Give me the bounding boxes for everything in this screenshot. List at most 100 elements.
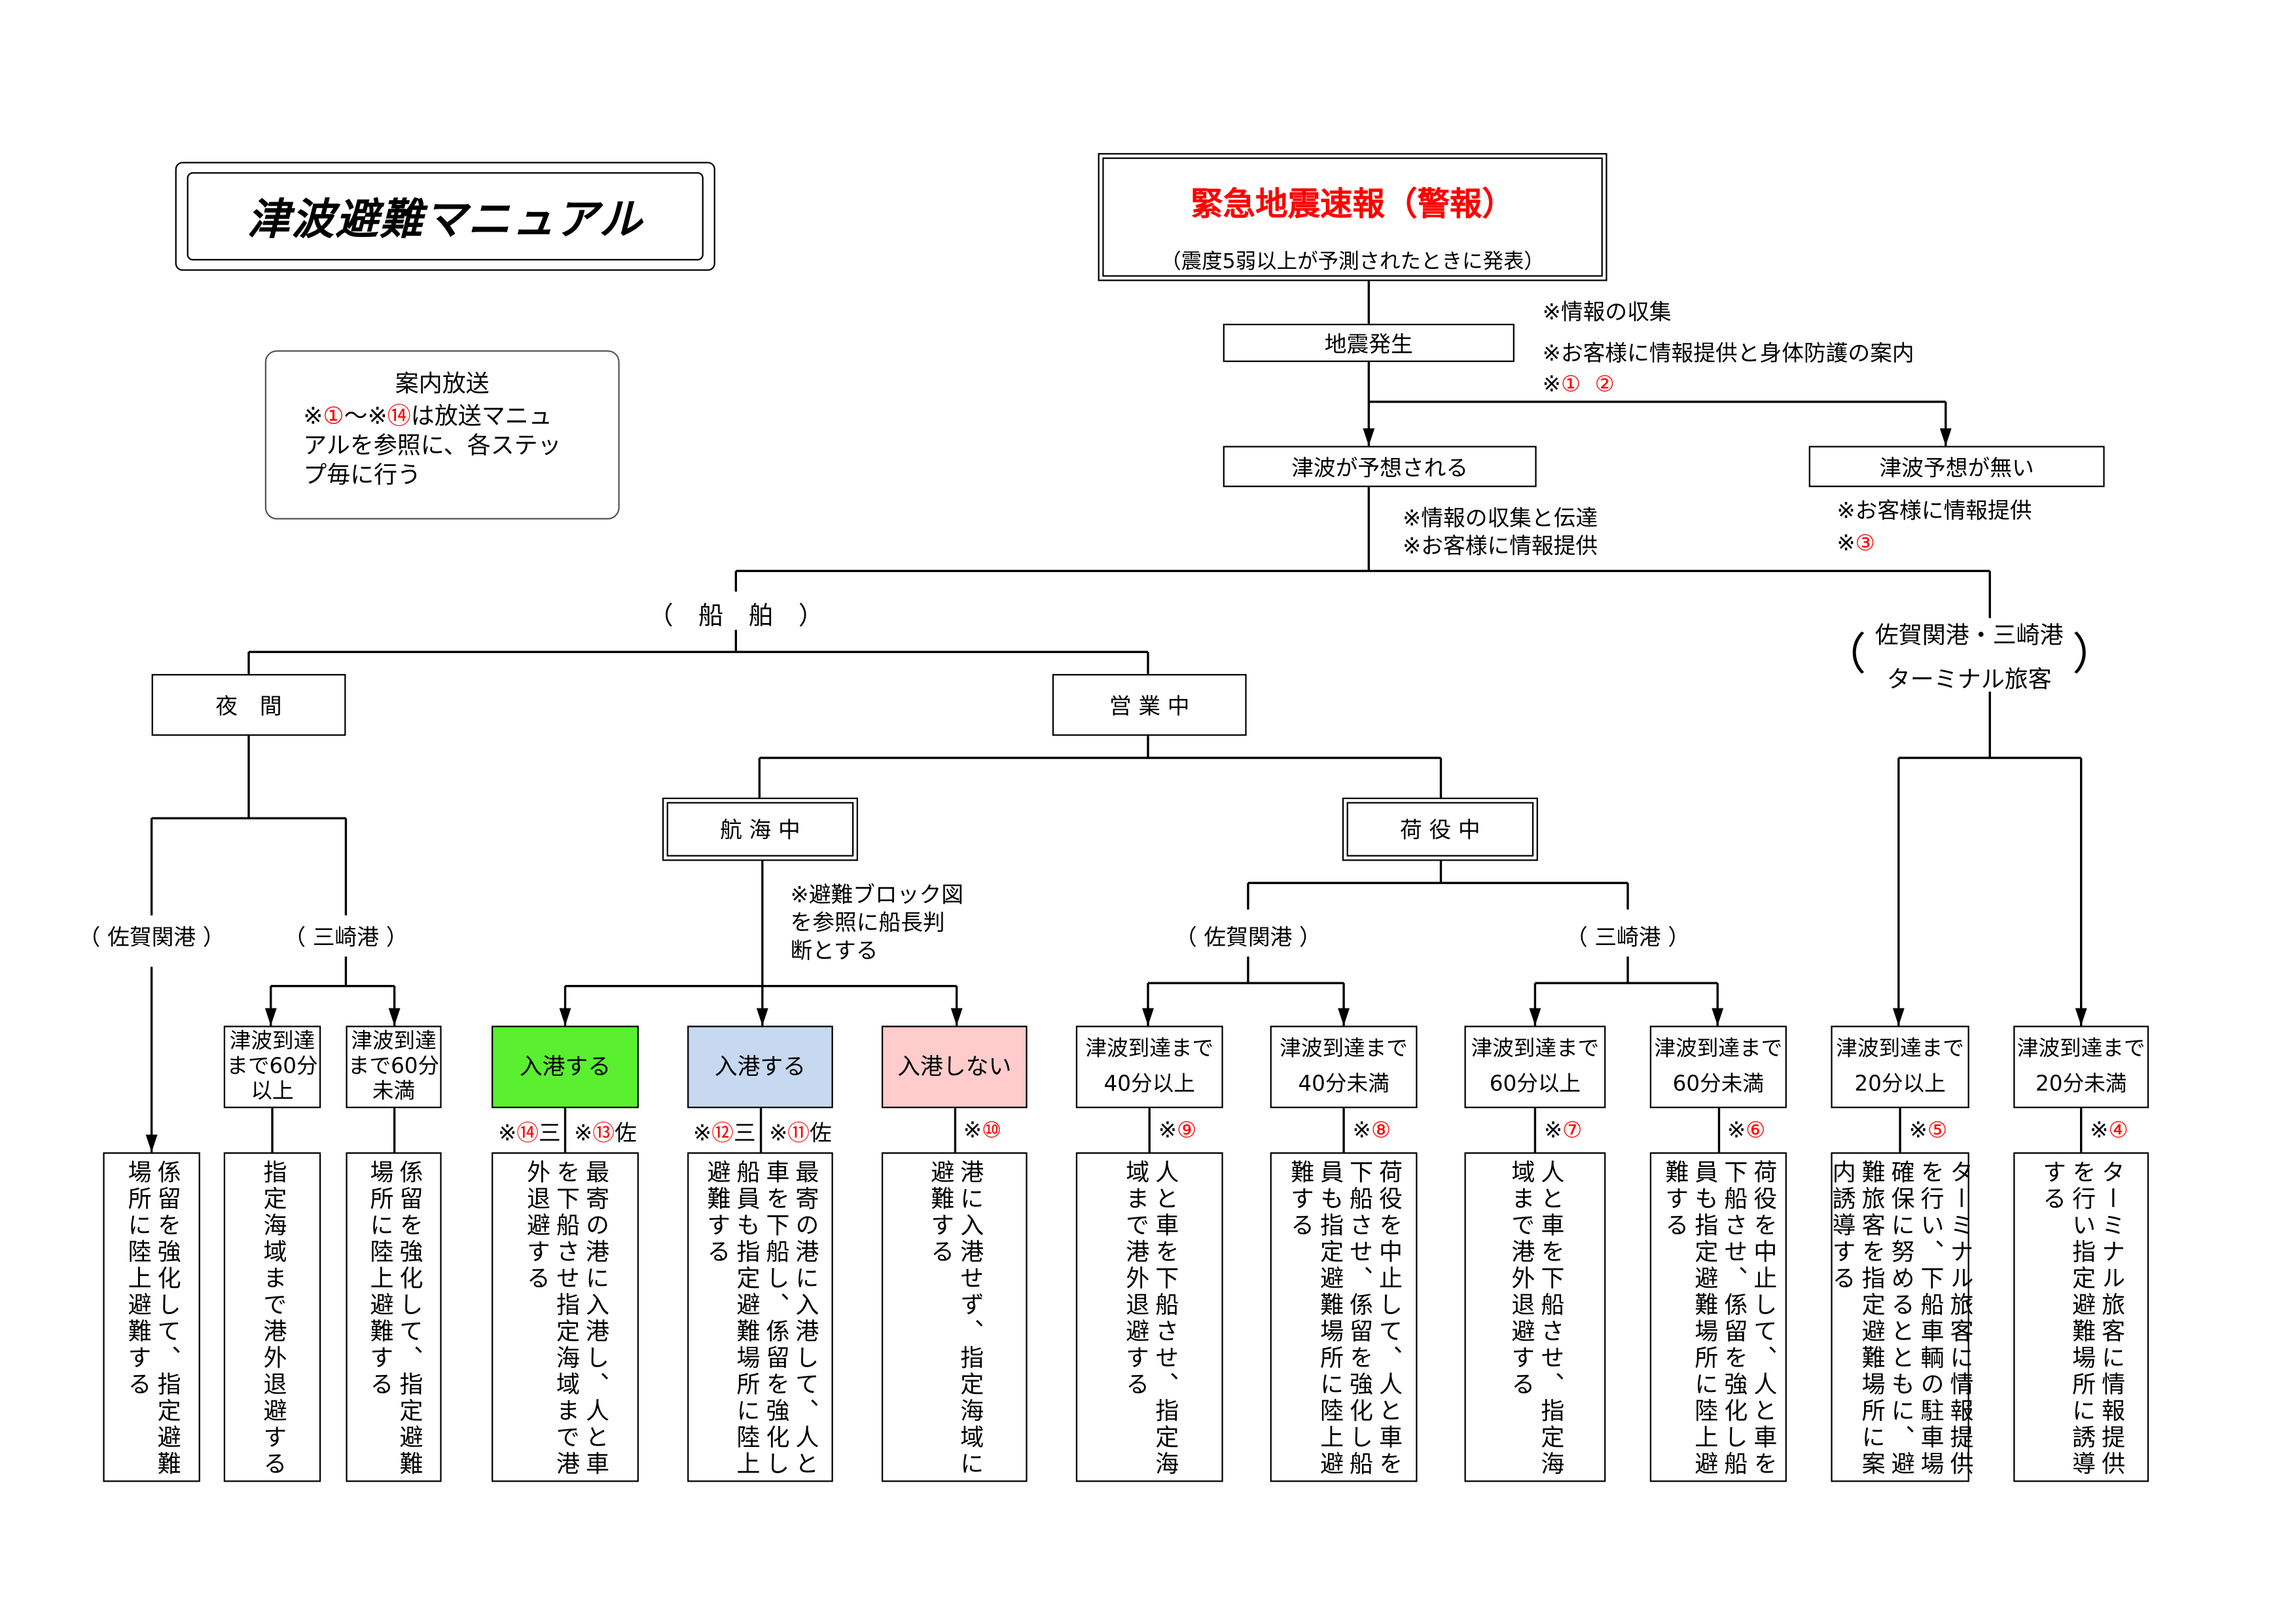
broadcast-note: ※⑨ (1158, 1117, 1197, 1143)
line-cargo-split (1247, 861, 1629, 910)
action-text: 人と車を下船させ、指定海域まで港外退避する (1507, 1159, 1565, 1478)
action-text: 係留を強化して、指定避難場所に陸上避難する (365, 1159, 423, 1478)
decision-text: まで60分 (226, 1054, 318, 1079)
decision-text: 入港する (714, 1054, 806, 1080)
broadcast-note: ※④ (2090, 1117, 2128, 1143)
announcement-line1: ※①～※⑭は放送マニュ (303, 401, 552, 430)
announcement-line3: プ毎に行う (303, 460, 422, 489)
earthquake-note-3: ※① ② (1542, 370, 1615, 398)
decision-text: 津波到達まで (1085, 1037, 1214, 1061)
earthquake-note-1: ※情報の収集 (1542, 298, 1672, 325)
action-box: 荷役を中止して、人と車を下船させ、係留を強化し船員も指定避難場所に陸上避難する (1649, 1152, 1787, 1482)
action-text: 最寄の港に入港し、人と車を下船させ指定海域まで港外退避する (522, 1159, 609, 1478)
earthquake-alert-box: 緊急地震速報（警報） （震度5弱以上が予測されたときに発表） (1098, 152, 1607, 281)
decision-box: 入港する (687, 1026, 833, 1109)
business-box: 営 業 中 (1052, 673, 1247, 736)
no-tsunami-note-2: ※③ (1837, 529, 1875, 557)
action-box: 港に入港せず、指定海域に避難する (881, 1152, 1028, 1482)
broadcast-note: ※⑬佐 (574, 1117, 637, 1148)
decision-text: 60分以上 (1489, 1073, 1581, 1097)
note-number: ④ (2108, 1116, 2128, 1144)
decision-text: 津波到達まで (1654, 1037, 1783, 1061)
title-box: 津波避難マニュアル (187, 172, 704, 261)
decision-box: 入港する (492, 1026, 639, 1109)
note-suffix: 佐 (809, 1120, 832, 1147)
earthquake-note-2: ※お客様に情報提供と身体防護の案内 (1542, 340, 1914, 366)
note-mark: ※ (1909, 1116, 1928, 1144)
decision-box: 津波到達まで60分未満 (346, 1026, 442, 1109)
decision-box: 津波到達まで60分以上 (223, 1026, 321, 1109)
note-number: ⑧ (1371, 1116, 1391, 1144)
decision-text: 60分未満 (1672, 1073, 1764, 1097)
cargo-misaki-label: （ 三崎港 ） (1565, 924, 1691, 951)
note-number: ⑩ (982, 1116, 1002, 1144)
decision-text: 津波到達まで (1836, 1037, 1964, 1061)
action-text: 荷役を中止して、人と車を下船させ、係留を強化し船員も指定避難場所に陸上避難する (1286, 1159, 1403, 1478)
column-links (271, 1108, 2083, 1152)
note-number: ⑪ (787, 1120, 810, 1147)
decision-text: 40分以上 (1103, 1073, 1195, 1097)
action-text: 指定海域まで港外退避する (259, 1159, 287, 1478)
note-mark: ※ (768, 1120, 788, 1147)
note-mark: ※ (1352, 1116, 1371, 1144)
action-box: 指定海域まで港外退避する (223, 1152, 321, 1482)
note-number: ⑥ (1746, 1116, 1766, 1144)
line-terminal (1898, 691, 2081, 759)
action-box: 最寄の港に入港して、人と車を下船し、係留を強化し船員も指定避難場所に陸上避難する (687, 1152, 833, 1482)
line-expected-split (734, 487, 1991, 618)
action-box: ターミナル旅客に情報提供を行い、下船車輌の駐車場確保に努めるとともに、避難旅客を… (1828, 1152, 1974, 1482)
action-box: 人と車を下船させ、指定海域まで港外退避する (1464, 1152, 1606, 1482)
action-text: 港に入港せず、指定海域に避難する (926, 1159, 984, 1478)
decision-text: 入港する (519, 1054, 611, 1080)
note-mark: ※ (573, 1120, 593, 1147)
action-text: 係留を強化して、指定避難場所に陸上避難する (123, 1159, 181, 1478)
note-number: ⑬ (592, 1120, 615, 1147)
note-number: ⑤ (1927, 1116, 1948, 1144)
announcement-box: 案内放送 ※①～※⑭は放送マニュ アルを参照に、各ステッ プ毎に行う (264, 350, 620, 520)
decision-text: まで60分 (348, 1054, 440, 1079)
note-mark: ※ (1158, 1116, 1177, 1144)
page-title: 津波避難マニュアル (247, 194, 643, 245)
note-number: ⑦ (1562, 1116, 1583, 1144)
alert-subtitle: （震度5弱以上が予測されたときに発表） (1160, 250, 1545, 274)
decision-text: 40分未満 (1298, 1073, 1390, 1097)
action-box: 係留を強化して、指定避難場所に陸上避難する (346, 1152, 442, 1482)
note-mark: ※ (497, 1120, 517, 1147)
ships-label: （ 船 舶 ） (648, 601, 824, 632)
action-text: 最寄の港に入港して、人と車を下船し、係留を強化し船員も指定避難場所に陸上避難する (702, 1159, 819, 1478)
earthquake-box: 地震発生 (1223, 323, 1515, 363)
title-frame (175, 162, 715, 271)
decision-text: 以上 (251, 1079, 294, 1103)
note-suffix: 三 (538, 1120, 561, 1147)
line-night-misaki (270, 956, 395, 988)
decision-text: 津波到達 (229, 1029, 315, 1053)
decision-box: 津波到達まで 60分未満 (1649, 1026, 1787, 1109)
terminal-label: （ 佐賀関港・三崎港 ターミナル旅客 ） (1821, 620, 2117, 694)
broadcast-note: ※⑩ (963, 1117, 1002, 1143)
action-text: 人と車を下船させ、指定海域まで港外退避する (1121, 1159, 1179, 1478)
broadcast-note: ※⑧ (1353, 1117, 1391, 1143)
action-box: 荷役を中止して、人と車を下船させ、係留を強化し船員も指定避難場所に陸上避難する (1270, 1152, 1418, 1482)
broadcast-note: ※⑪佐 (769, 1117, 832, 1148)
action-box: 人と車を下船させ、指定海域まで港外退避する (1075, 1152, 1223, 1482)
line-quake-down (1367, 362, 1946, 403)
decision-box: 入港しない (881, 1026, 1028, 1109)
note-number: ⑫ (711, 1120, 734, 1147)
note-mark: ※ (692, 1120, 712, 1147)
decision-text: 津波到達まで (2017, 1037, 2145, 1061)
broadcast-note: ※⑥ (1727, 1117, 1766, 1143)
action-box: 係留を強化して、指定避難場所に陸上避難する (103, 1152, 200, 1482)
decision-text: 津波到達 (351, 1029, 437, 1053)
decision-text: 入港しない (897, 1054, 1012, 1080)
note-mark: ※ (1543, 1116, 1563, 1144)
broadcast-note: ※⑤ (1909, 1117, 1948, 1143)
alert-title: 緊急地震速報（警報） (1191, 187, 1515, 224)
no-tsunami-note-1: ※お客様に情報提供 (1837, 497, 2032, 524)
decision-text: 未満 (372, 1079, 416, 1103)
tsunami-expected-note-1: ※情報の収集と伝達 (1403, 505, 1598, 531)
